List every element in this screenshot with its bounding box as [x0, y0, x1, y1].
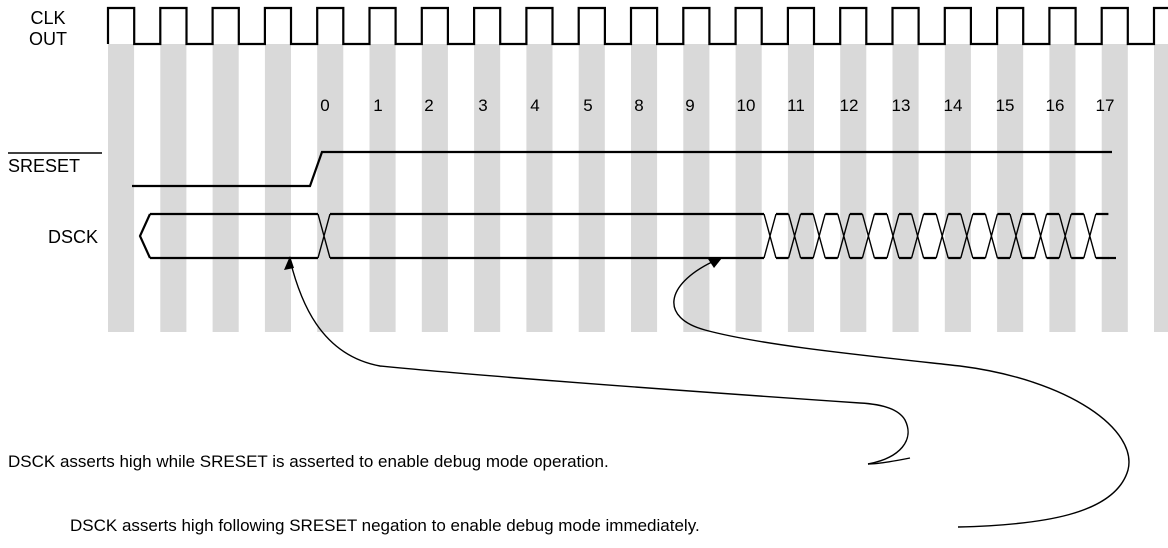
dsck-bus-segment — [849, 212, 863, 260]
dsck-bus-segment — [1022, 212, 1035, 260]
clock-low-band — [1101, 44, 1128, 332]
dsck-transition-x — [984, 213, 999, 259]
sreset-waveform — [132, 150, 1112, 188]
clock-low-band — [212, 44, 239, 332]
cycle-number: 3 — [478, 96, 487, 115]
cycle-number: 5 — [583, 96, 592, 115]
clock-low-band — [1154, 44, 1168, 332]
cycle-number: 0 — [320, 96, 329, 115]
annotation-after-negation: DSCK asserts high following SRESET negat… — [70, 516, 700, 535]
callout-2-curve — [673, 261, 1130, 528]
dsck-bus-segment — [923, 212, 937, 260]
cycle-number: 14 — [944, 96, 963, 115]
cycle-number: 17 — [1096, 96, 1115, 115]
clock-low-band — [578, 44, 605, 332]
clk-label-line2: OUT — [29, 29, 67, 49]
dsck-toggle-transitions — [763, 212, 1109, 260]
callout-2-arrowhead — [708, 258, 722, 268]
clock-low-band — [840, 44, 867, 332]
cycle-number: 12 — [840, 96, 859, 115]
dsck-bus-segment — [825, 212, 838, 260]
cycle-number: 2 — [424, 96, 433, 115]
clk-label-line1: CLK — [30, 8, 65, 28]
clock-low-band — [735, 44, 762, 332]
dsck-transition-x — [935, 213, 949, 259]
clock-low-band — [526, 44, 553, 332]
dsck-bus-segment — [997, 212, 1010, 260]
dsck-transition-0 — [317, 213, 331, 259]
cycle-number: 9 — [685, 96, 694, 115]
clock-low-band — [997, 44, 1024, 332]
dsck-transition-x — [1033, 213, 1048, 259]
dsck-transition-x — [1009, 213, 1023, 259]
clock-low-band — [892, 44, 919, 332]
dsck-transition-x — [812, 213, 826, 259]
callout-1-curve — [289, 259, 909, 465]
cycle-number: 15 — [996, 96, 1015, 115]
sreset-label: SRESET — [8, 156, 80, 176]
cycle-number: 1 — [373, 96, 382, 115]
clock-low-band — [683, 44, 710, 332]
clock-low-band — [421, 44, 448, 332]
clock-low-band — [944, 44, 971, 332]
clk-waveform — [106, 6, 1168, 46]
clock-low-band — [474, 44, 501, 332]
clock-low-band — [264, 44, 291, 332]
cycle-number: 11 — [787, 96, 805, 115]
cycle-number: 16 — [1046, 96, 1065, 115]
dsck-transition-x — [910, 213, 925, 259]
clock-low-band — [317, 44, 344, 332]
dsck-bus-segment — [1046, 212, 1060, 260]
clock-low-band — [631, 44, 658, 332]
dsck-bus-segment — [972, 212, 986, 260]
dsck-transition-x — [763, 213, 777, 259]
dsck-bus-segment — [874, 212, 887, 260]
clock-low-band — [787, 44, 814, 332]
dsck-bus-segment — [1095, 212, 1109, 260]
cycle-number: 4 — [530, 96, 539, 115]
dsck-bus-segment — [948, 212, 961, 260]
dsck-transition-x — [861, 213, 876, 259]
dsck-bus-segment — [1071, 212, 1084, 260]
cycle-number: 8 — [634, 96, 643, 115]
dsck-transition-x — [1058, 213, 1072, 259]
callout-1-arrowhead — [284, 256, 294, 270]
cycle-number: 10 — [737, 96, 756, 115]
dsck-transition-x — [886, 213, 900, 259]
clock-low-band — [369, 44, 396, 332]
clock-low-band — [1049, 44, 1076, 332]
clock-low-bands — [108, 44, 1168, 332]
dsck-transition-x — [787, 213, 802, 259]
dsck-transition-x — [960, 213, 974, 259]
dsck-open-end — [138, 213, 152, 259]
dsck-transition-x — [1083, 213, 1097, 259]
dsck-transition-x — [837, 213, 851, 259]
dsck-bus-segment — [899, 212, 912, 260]
dsck-label: DSCK — [48, 227, 98, 247]
clock-low-band — [160, 44, 187, 332]
cycle-number: 13 — [892, 96, 911, 115]
dsck-bus-segment — [800, 212, 814, 260]
clock-low-band — [108, 44, 135, 332]
annotation-while-asserted: DSCK asserts high while SRESET is assert… — [8, 452, 609, 471]
dsck-bus-segment — [776, 212, 789, 260]
